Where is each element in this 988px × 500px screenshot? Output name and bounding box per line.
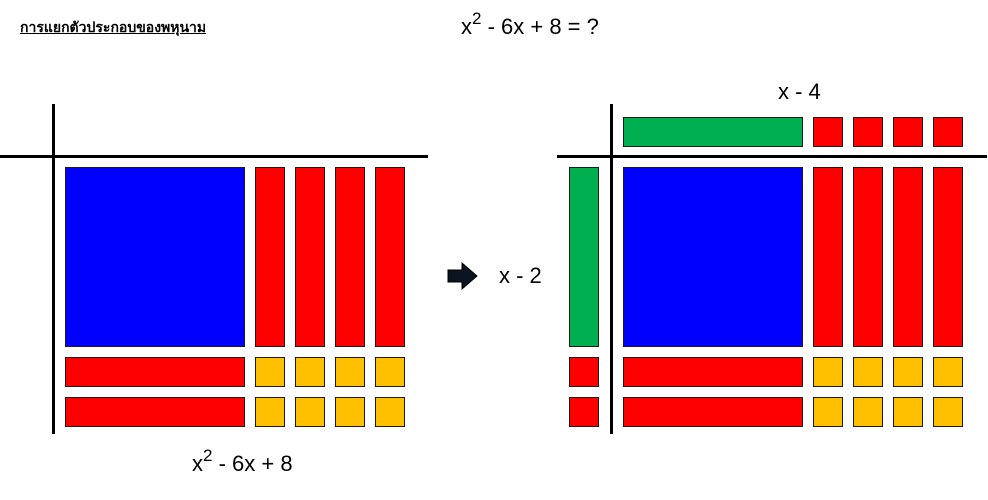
- negative-unit-tile: [853, 117, 883, 147]
- negative-unit-tile: [813, 117, 843, 147]
- unit-tile: [335, 357, 365, 387]
- factor-x-tile: [569, 167, 599, 347]
- title-equation: x2 - 6x + 8 = ?: [461, 9, 599, 40]
- x-tile: [853, 167, 883, 347]
- unit-tile: [813, 397, 843, 427]
- x-squared-tile: [623, 167, 803, 347]
- x-tile: [255, 167, 285, 347]
- x-tile: [335, 167, 365, 347]
- x-tile: [623, 397, 803, 427]
- equation-exponent: 2: [203, 446, 213, 465]
- x-tile: [893, 167, 923, 347]
- unit-tile: [255, 357, 285, 387]
- left-vertical-axis: [52, 104, 55, 434]
- x-tile: [295, 167, 325, 347]
- page-title: การแยกตัวประกอบของพหุนาม: [20, 20, 207, 36]
- equation-exponent: 2: [472, 9, 482, 28]
- x-tile: [623, 357, 803, 387]
- negative-unit-tile: [569, 397, 599, 427]
- unit-tile: [255, 397, 285, 427]
- factor-top-label: x - 4: [778, 79, 821, 104]
- unit-tile: [295, 357, 325, 387]
- unit-tile: [933, 397, 963, 427]
- equation-base: x: [461, 14, 472, 39]
- unit-tile: [335, 397, 365, 427]
- x-tile: [375, 167, 405, 347]
- unit-tile: [853, 397, 883, 427]
- x-tile: [933, 167, 963, 347]
- x-tile: [65, 397, 245, 427]
- unit-tile: [375, 357, 405, 387]
- factor-side-label: x - 2: [499, 263, 542, 288]
- x-squared-tile: [65, 167, 245, 347]
- unit-tile: [375, 397, 405, 427]
- negative-unit-tile: [569, 357, 599, 387]
- unit-tile: [893, 357, 923, 387]
- right-vertical-axis: [610, 104, 613, 434]
- x-tile: [813, 167, 843, 347]
- right-horizontal-axis: [557, 155, 987, 158]
- right-arrow-icon: [447, 261, 479, 295]
- x-tile: [65, 357, 245, 387]
- equation-base: x: [192, 451, 203, 476]
- factor-x-tile: [623, 117, 803, 147]
- unit-tile: [893, 397, 923, 427]
- equation-rest: - 6x + 8 = ?: [481, 14, 599, 39]
- negative-unit-tile: [893, 117, 923, 147]
- unit-tile: [813, 357, 843, 387]
- bottom-equation: x2 - 6x + 8: [192, 446, 293, 477]
- unit-tile: [295, 397, 325, 427]
- unit-tile: [933, 357, 963, 387]
- left-horizontal-axis: [0, 155, 428, 158]
- unit-tile: [853, 357, 883, 387]
- negative-unit-tile: [933, 117, 963, 147]
- equation-rest: - 6x + 8: [212, 451, 293, 476]
